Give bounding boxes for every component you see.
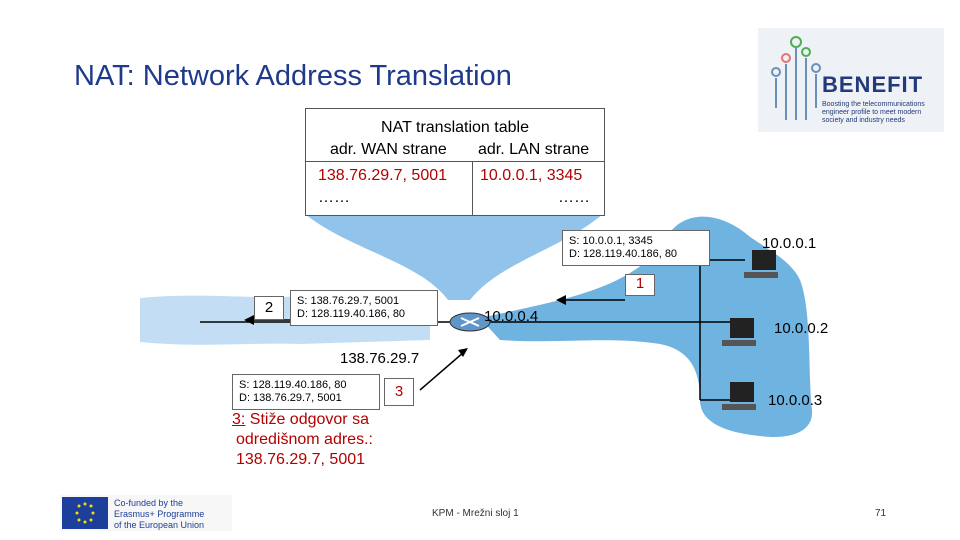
table-row-lan: 10.0.0.1, 3345 xyxy=(480,167,583,184)
packet-3-destination: D: 138.76.29.7, 5001 xyxy=(239,392,342,404)
logo-tagline-3: society and industry needs xyxy=(822,117,905,124)
step-3-badge: 3 xyxy=(384,378,414,406)
table-header: NAT translation table adr. WAN strane ad… xyxy=(306,109,604,162)
table-title: NAT translation table xyxy=(381,119,529,136)
eu-flag-icon xyxy=(62,497,108,529)
eu-text-line-2: Erasmus+ Programme xyxy=(114,509,205,519)
computer-icon-3 xyxy=(722,382,756,410)
host-3-address: 10.0.0.3 xyxy=(768,392,823,409)
packet-2-source: S: 138.76.29.7, 5001 xyxy=(297,295,400,307)
packet-3-source: S: 128.119.40.186, 80 xyxy=(239,379,347,391)
table-row-wan: 138.76.29.7, 5001 xyxy=(318,167,448,184)
step-1-badge: 1 xyxy=(625,274,655,296)
packet-1-header: S: 10.0.0.1, 3345 D: 128.119.40.186, 80 xyxy=(562,230,710,266)
step-2-badge: 2 xyxy=(254,296,284,320)
packet-2-destination: D: 128.119.40.186, 80 xyxy=(297,308,406,320)
eu-text-line-1: Co-funded by the xyxy=(114,498,184,508)
packet-1-source: S: 10.0.0.1, 3345 xyxy=(569,235,653,247)
nat-translation-table: NAT translation table adr. WAN strane ad… xyxy=(305,108,605,216)
table-ellipsis-lan: …… xyxy=(558,189,590,206)
page-number: 71 xyxy=(875,508,887,519)
logo-name: BENEFIT xyxy=(822,72,924,97)
logo-tagline-2: engineer profile to meet modern xyxy=(822,109,922,116)
router-wan-address: 138.76.29.7 xyxy=(340,350,420,367)
packet-2-header: S: 138.76.29.7, 5001 D: 128.119.40.186, … xyxy=(290,290,438,326)
host-2-address: 10.0.0.2 xyxy=(774,320,829,337)
reply-line-2: odredišnom adres.: xyxy=(236,431,373,448)
table-ellipsis-wan: …… xyxy=(318,189,350,206)
reply-line-3: 138.76.29.7, 5001 xyxy=(236,451,366,468)
reply-step-label: 3: xyxy=(232,411,246,428)
computer-icon-1 xyxy=(744,250,778,278)
column-divider xyxy=(472,161,473,215)
benefit-logo xyxy=(758,28,944,132)
reply-line-1: Stiže odgovor sa xyxy=(245,411,369,428)
translation-funnel xyxy=(305,214,603,300)
circuit-tree-icon xyxy=(771,36,821,120)
slide-title: NAT: Network Address Translation xyxy=(74,60,512,92)
wan-column-header: adr. WAN strane xyxy=(330,141,447,158)
footer-course-label: KPM - Mrežni sloj 1 xyxy=(432,508,519,519)
eu-funding-text: Co-funded by the Erasmus+ Programme of t… xyxy=(114,498,204,531)
host-1-address: 10.0.0.1 xyxy=(762,235,817,252)
reply-description: 3: Stiže odgovor sa odredišnom adres.: 1… xyxy=(232,410,373,470)
packet-1-destination: D: 128.119.40.186, 80 xyxy=(569,248,678,260)
logo-tagline-1: Boosting the telecommunications xyxy=(822,101,925,108)
logo-tagline: Boosting the telecommunications engineer… xyxy=(822,101,925,125)
lan-network-area xyxy=(480,216,813,437)
lan-column-header: adr. LAN strane xyxy=(478,141,590,158)
packet-3-header: S: 128.119.40.186, 80 D: 138.76.29.7, 50… xyxy=(232,374,380,410)
computer-icon-2 xyxy=(722,318,756,346)
router-lan-address: 10.0.0.4 xyxy=(484,308,539,325)
eu-text-line-3: of the European Union xyxy=(114,520,205,530)
